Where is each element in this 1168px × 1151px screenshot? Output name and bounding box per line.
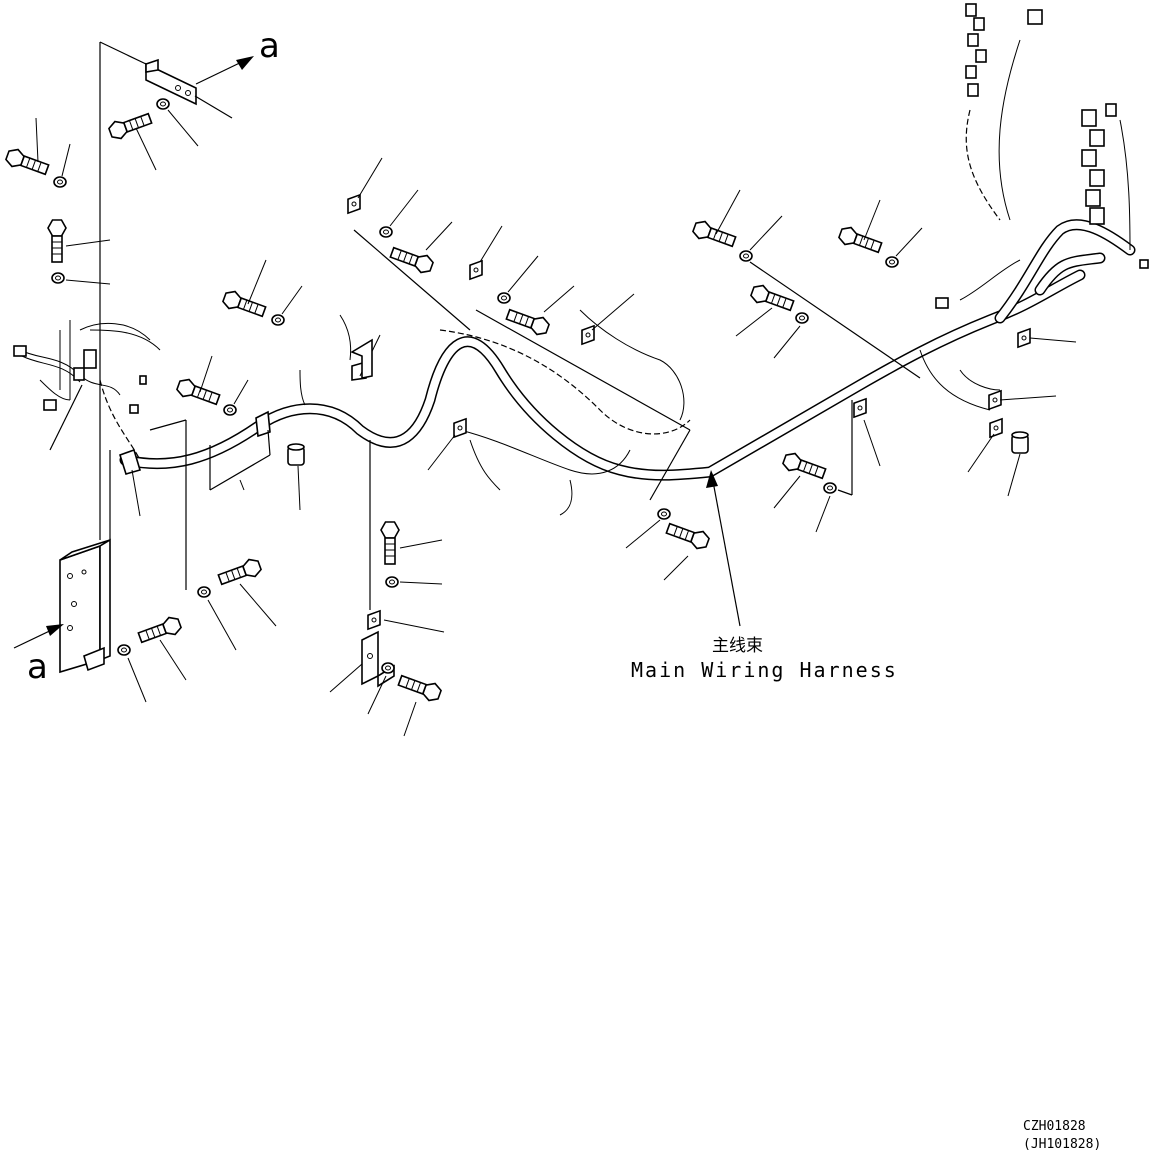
- top-bracket: [99, 41, 233, 119]
- spacer-2: [1007, 431, 1029, 497]
- connector-stack-top: [965, 3, 1043, 221]
- flange-bolt-2: [504, 285, 575, 338]
- washer-5: [223, 379, 249, 416]
- angle-bracket: [329, 630, 395, 693]
- harness-clamp-9: [967, 418, 1003, 473]
- washer-3: [51, 272, 111, 285]
- washer-14: [367, 662, 395, 715]
- bolt-1: [106, 109, 157, 171]
- view-ref-a-top: a: [259, 26, 280, 66]
- harness-clamp-7: [1017, 328, 1077, 348]
- washer-10: [773, 312, 809, 359]
- bolt-3: [47, 219, 111, 263]
- clip-top-1: [347, 157, 471, 331]
- harness-clamp-4: [427, 418, 467, 471]
- drawing-code-alt: (JH101828): [1023, 1137, 1101, 1151]
- left-connector-cluster: [13, 320, 161, 461]
- harness-clamp-2: [209, 410, 271, 491]
- connector-stack-right: [935, 103, 1149, 309]
- caption-english: Main Wiring Harness: [631, 658, 898, 682]
- main-harness-leader: [706, 470, 741, 627]
- washer-12: [625, 508, 671, 549]
- washer-7: [497, 255, 539, 304]
- bolt-2: [3, 117, 51, 179]
- washer-4: [271, 285, 303, 326]
- lower-bracket-panel: [59, 538, 111, 674]
- branch-wires: [299, 259, 1021, 516]
- flange-bolt-3: [663, 519, 712, 581]
- bolt-4: [220, 259, 268, 321]
- clip-top-2: [469, 225, 503, 280]
- harness-clamp-6: [853, 398, 881, 467]
- spacer-1: [287, 443, 305, 511]
- washer-6: [379, 189, 419, 238]
- main-harness: [119, 219, 1136, 481]
- bolt-9: [773, 450, 828, 509]
- caption-chinese: 主线束: [712, 636, 763, 656]
- clip-lower: [367, 610, 445, 633]
- bolt-6: [690, 189, 741, 251]
- bolt-12: [136, 614, 187, 681]
- harness-clamp-5: [581, 293, 635, 345]
- view-ref-a-bottom: a: [27, 647, 48, 687]
- washer-16: [197, 586, 237, 651]
- washer-11: [815, 482, 837, 533]
- washer-1: [156, 98, 199, 147]
- bolt-8: [735, 282, 796, 337]
- harness-clamp-10: [350, 338, 373, 379]
- bolt-11: [396, 671, 444, 737]
- harness-clamp-8: [988, 390, 1057, 410]
- washer-15: [117, 644, 147, 703]
- washer-2: [53, 143, 71, 188]
- washer-9: [885, 227, 923, 268]
- bolt-10: [380, 521, 443, 565]
- drawing-code: CZH01828: [1023, 1119, 1086, 1134]
- reference-line-mid: [475, 309, 691, 431]
- arrow-to-view-a-top: a: [195, 26, 280, 85]
- harness-clamp-1: [119, 448, 141, 517]
- bolt-13: [216, 556, 277, 627]
- bolt-5: [174, 355, 222, 409]
- arrow-to-view-a-bottom: a: [13, 624, 64, 687]
- washer-13: [385, 576, 443, 588]
- washer-8: [739, 215, 921, 379]
- bolt-7: [836, 199, 884, 257]
- flange-bolt-1: [388, 221, 453, 276]
